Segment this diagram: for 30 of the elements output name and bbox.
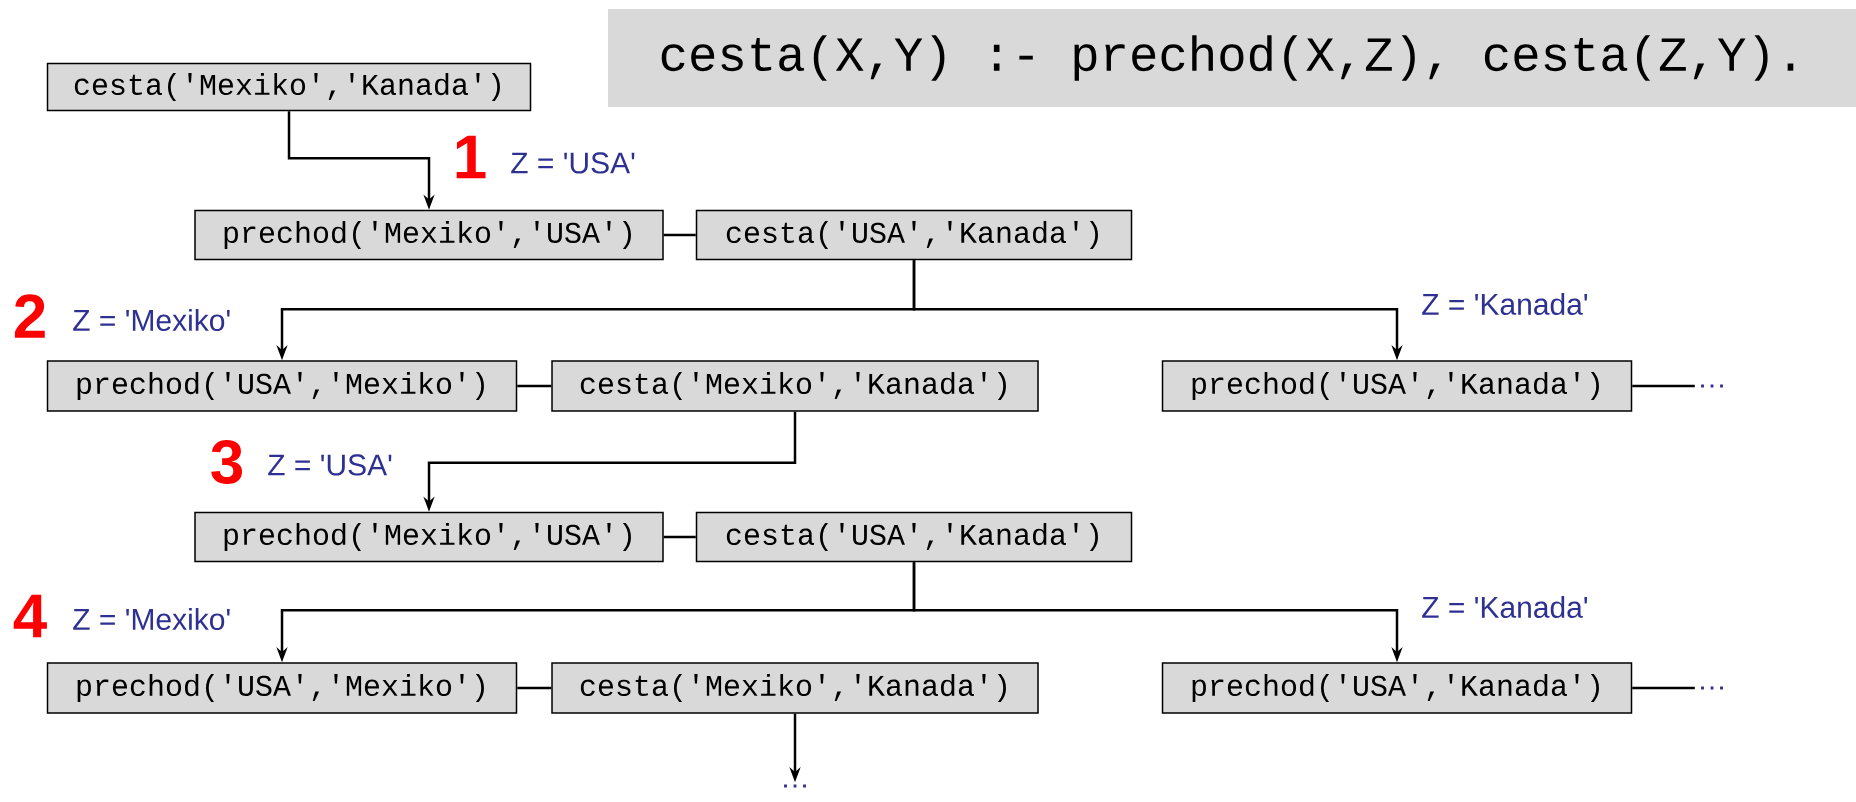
goal-box: cesta('Mexiko','Kanada') [551, 662, 1039, 714]
goal-box: prechod('Mexiko','USA') [194, 511, 664, 563]
ellipsis: … [1701, 384, 1723, 388]
connector-line [1632, 686, 1695, 690]
goal-box: cesta('Mexiko','Kanada') [551, 360, 1039, 412]
edge-label: Z = 'Kanada' [1422, 293, 1588, 315]
goal-box: cesta('Mexiko','Kanada') [46, 62, 532, 112]
ellipsis: … [1701, 686, 1723, 690]
edge-label: Z = 'Mexiko' [73, 608, 230, 630]
step-number: 3 [211, 440, 242, 484]
connector-line [1632, 384, 1695, 388]
step-number: 1 [456, 135, 486, 179]
step-number: 4 [13, 594, 47, 638]
edge-label: Z = 'USA' [268, 454, 392, 476]
goal-box: prechod('USA','Kanada') [1161, 662, 1633, 714]
goal-box: prechod('Mexiko','USA') [194, 209, 664, 261]
edge-label: Z = 'USA' [511, 152, 635, 174]
goal-box: prechod('USA','Mexiko') [46, 662, 518, 714]
goal-box: cesta('USA','Kanada') [695, 209, 1133, 261]
connector-line [663, 233, 696, 237]
connector-line [517, 384, 552, 388]
connector-line [517, 686, 552, 690]
edge-label: Z = 'Kanada' [1422, 596, 1588, 618]
step-number: 2 [14, 294, 45, 338]
goal-box: prechod('USA','Mexiko') [46, 360, 518, 412]
connector-line [663, 535, 696, 539]
goal-box: cesta('USA','Kanada') [695, 511, 1133, 563]
ellipsis: … [784, 784, 806, 788]
goal-box: prechod('USA','Kanada') [1161, 360, 1633, 412]
edge-label: Z = 'Mexiko' [73, 309, 230, 331]
